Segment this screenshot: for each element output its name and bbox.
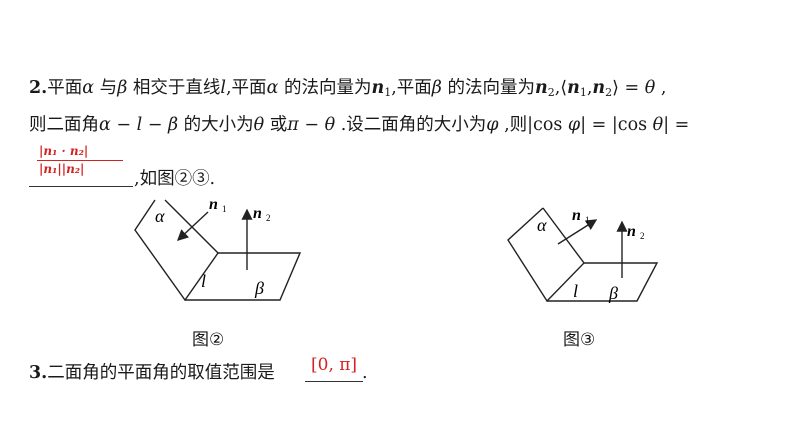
subscript: 2 xyxy=(547,86,555,99)
alpha-symbol: α xyxy=(82,78,95,98)
answer-fraction: |n₁ · n₂| |n₁||n₂| xyxy=(29,142,134,186)
text: ⟩ = xyxy=(612,78,645,98)
dihedral-expression: α − l − β xyxy=(99,115,179,135)
phi-symbol: φ xyxy=(486,115,499,135)
text: 平面 xyxy=(47,78,83,98)
fraction-bar xyxy=(37,160,123,161)
beta-symbol: β xyxy=(431,78,442,98)
text: 与 xyxy=(94,78,118,98)
label-l: l xyxy=(573,281,578,301)
item3-line: 3.二面角的平面角的取值范围是 xyxy=(29,362,275,384)
item2-line2: 则二面角α − l − β 的大小为θ 或π − θ .设二面角的大小为φ ,则… xyxy=(29,114,689,136)
item-number: 3. xyxy=(29,363,48,383)
theta-symbol: θ xyxy=(253,115,265,135)
label-beta: β xyxy=(608,283,618,303)
text: | = |cos xyxy=(580,115,653,135)
n1-arrow xyxy=(176,211,209,241)
n1-vector: n xyxy=(567,78,580,98)
text: 的法向量为 xyxy=(441,78,535,98)
theta-symbol: θ xyxy=(652,115,664,135)
subscript: 1 xyxy=(579,86,587,99)
figure-3-diagram: α β l n 1 n 2 xyxy=(507,207,659,303)
fraction-denominator: |n₁||n₂| xyxy=(39,162,85,176)
n2-vector: n xyxy=(534,78,548,98)
text: 二面角的平面角的取值范围是 xyxy=(47,363,275,383)
label-beta: β xyxy=(254,278,264,298)
item3-end: . xyxy=(362,363,368,383)
answer-blank-line xyxy=(29,186,133,187)
pi-minus-theta: π − θ xyxy=(287,115,336,135)
range-answer: [0, π] xyxy=(311,355,358,375)
text: .设二面角的大小为 xyxy=(335,115,487,135)
text: ,⟨ xyxy=(554,78,568,98)
item2-line1: 2.平面α 与β 相交于直线l,平面α 的法向量为n1,平面β 的法向量为n2,… xyxy=(29,77,666,104)
alpha-symbol: α xyxy=(266,78,279,98)
n2-vector: n xyxy=(592,78,606,98)
text: , xyxy=(655,78,667,98)
text: ,如图②③. xyxy=(134,169,216,189)
text: ,平面 xyxy=(391,78,432,98)
line-symbol: l xyxy=(220,78,226,98)
label-l: l xyxy=(201,271,206,291)
label-alpha: α xyxy=(155,206,165,226)
text: 则二面角 xyxy=(29,115,99,135)
text: ,平面 xyxy=(225,78,267,98)
beta-symbol: β xyxy=(117,78,128,98)
text: 或 xyxy=(264,115,288,135)
item-number: 2. xyxy=(29,78,48,98)
label-alpha: α xyxy=(537,215,547,235)
label-n1-sub: 1 xyxy=(222,204,227,214)
range-answer-blank xyxy=(305,381,363,382)
label-n1-sub: 1 xyxy=(585,215,590,225)
item2-line3: ,如图②③. xyxy=(134,168,215,190)
text: ,则|cos xyxy=(498,115,568,135)
label-n1: n xyxy=(572,207,581,224)
label-n1: n xyxy=(209,196,218,213)
phi-symbol: φ xyxy=(567,115,581,135)
plane-beta-outline xyxy=(547,262,659,302)
subscript: 2 xyxy=(605,86,613,99)
subscript: 1 xyxy=(384,86,392,99)
fraction-numerator: |n₁ · n₂| xyxy=(39,144,89,158)
label-n2-sub: 2 xyxy=(640,231,645,241)
figure-2-diagram: α β l n 1 n 2 xyxy=(134,196,302,302)
label-n2-sub: 2 xyxy=(266,213,271,223)
text: 的大小为 xyxy=(178,115,254,135)
text: | = xyxy=(663,115,690,135)
figure-2-caption: 图② xyxy=(192,330,225,350)
plane-beta-outline xyxy=(185,252,302,301)
theta-symbol: θ xyxy=(644,78,656,98)
figure-3-caption: 图③ xyxy=(563,330,596,350)
label-n2: n xyxy=(253,205,262,222)
n1-arrow xyxy=(557,219,598,245)
text: 的法向量为 xyxy=(278,78,372,98)
label-n2: n xyxy=(627,223,636,240)
text: , xyxy=(586,78,593,98)
text: 相交于直线 xyxy=(127,78,221,98)
n1-vector: n xyxy=(371,78,385,98)
